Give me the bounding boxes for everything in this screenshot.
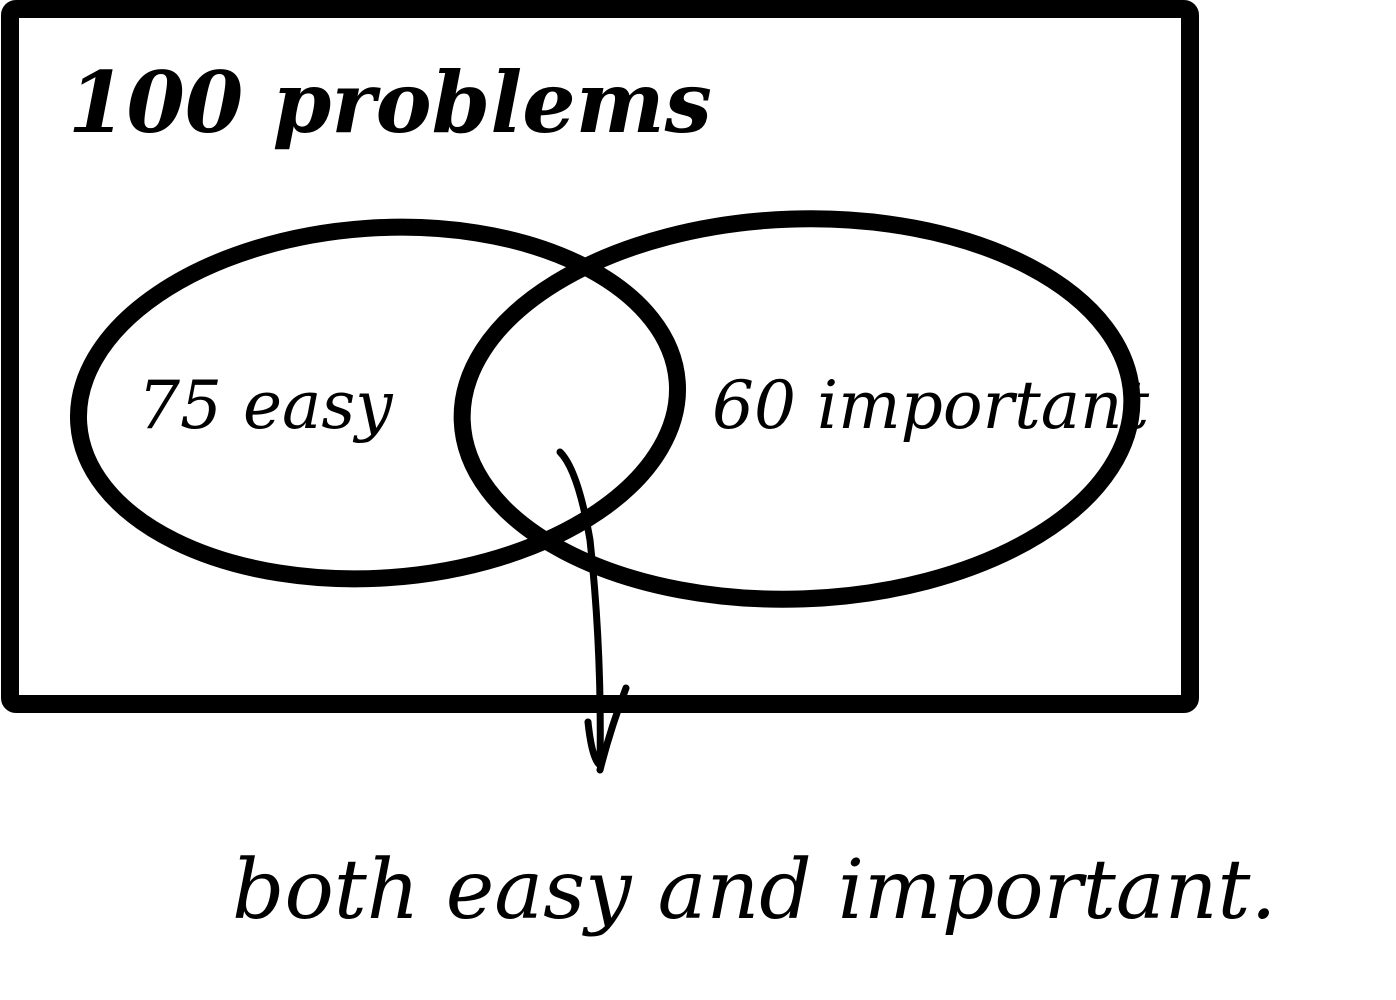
set-important-label: 60 important — [712, 367, 1150, 444]
set-easy-ellipse — [69, 218, 687, 588]
set-important-ellipse — [453, 210, 1141, 608]
intersection-pointer-line — [556, 448, 604, 769]
intersection-pointer-arrowhead — [596, 684, 630, 774]
universe-label: 100 problems — [68, 53, 712, 152]
set-easy-label: 75 easy — [138, 367, 393, 444]
intersection-note: both easy and important. — [232, 843, 1277, 938]
